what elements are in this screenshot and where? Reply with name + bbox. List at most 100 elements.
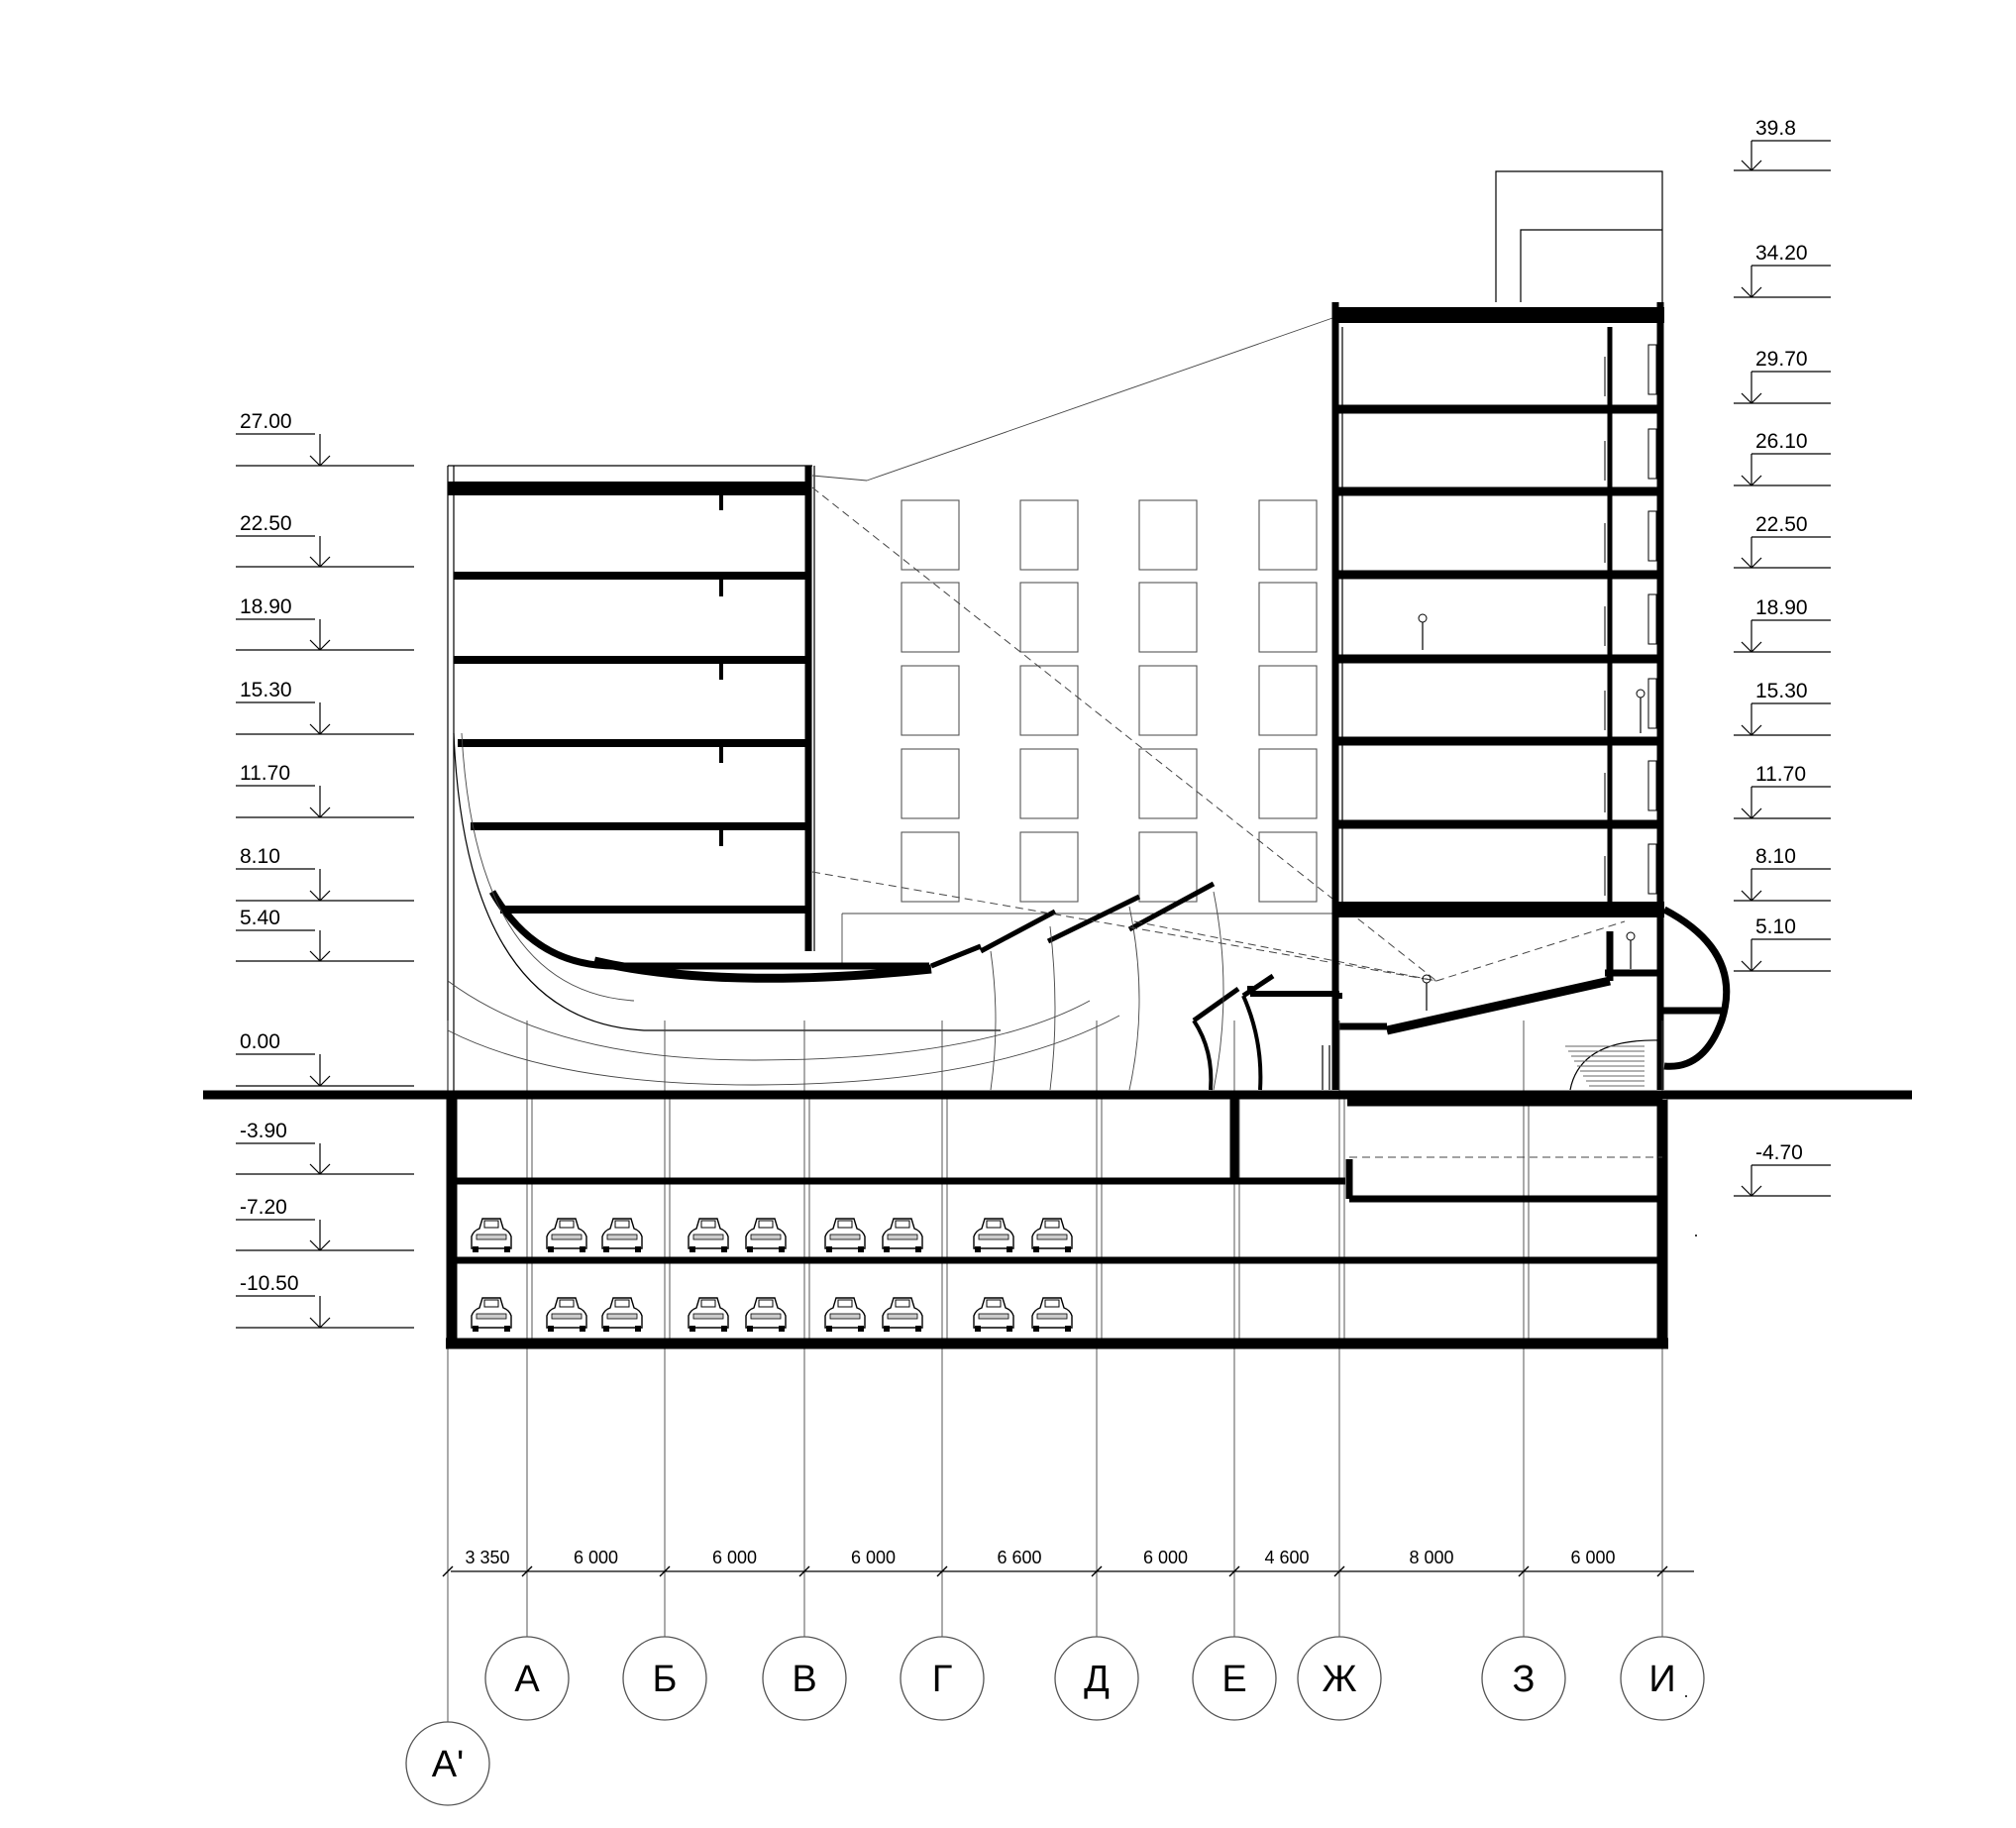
- person-figure: [1422, 974, 1432, 1011]
- level-value: 15.30: [240, 679, 292, 701]
- dimension-value: 6 000: [1143, 1548, 1188, 1567]
- axis-label: В: [792, 1659, 816, 1700]
- car-icon: [1031, 1218, 1073, 1252]
- axis-bubble: А': [405, 1615, 490, 1806]
- facade-window: [901, 499, 960, 571]
- level-value: 18.90: [1755, 596, 1808, 619]
- level-value: 22.50: [240, 512, 292, 535]
- level-value: 11.70: [1755, 763, 1806, 786]
- axis-label: А: [514, 1659, 540, 1700]
- left-tower: [447, 465, 1120, 1095]
- facade-window: [1019, 665, 1079, 736]
- car-icon: [546, 1297, 587, 1332]
- axis-label: Д: [1084, 1659, 1110, 1700]
- car-icon: [882, 1297, 923, 1332]
- facade-window: [1258, 665, 1318, 736]
- dimension-chain: 3 350 6 000 6 000 6 000 6 600 6 000 4 600 8 000…: [442, 1548, 1694, 1577]
- facade-panel: [1647, 843, 1657, 895]
- level-marker: 27.00: [236, 410, 414, 467]
- dimension-value: 6 000: [712, 1548, 757, 1567]
- level-marker: 34.20: [1734, 242, 1831, 298]
- axis-label: Ж: [1322, 1659, 1356, 1700]
- level-value: 34.20: [1755, 242, 1808, 265]
- background-facade: [841, 499, 1332, 966]
- facade-window: [901, 831, 960, 903]
- facade-window: [1138, 582, 1198, 653]
- facade-window: [1258, 499, 1318, 571]
- level-markers-left: 27.00 22.50 18.90 15.30 11.70 8.10 5.40 0.00 -3.…: [236, 410, 414, 1329]
- dimension-value: 3 350: [465, 1548, 509, 1567]
- car-icon: [471, 1218, 512, 1252]
- facade-panel: [1647, 428, 1657, 480]
- level-value: 5.10: [1755, 915, 1796, 938]
- car-icon: [546, 1218, 587, 1252]
- level-marker: -3.90: [236, 1120, 414, 1175]
- facade-panel: [1647, 593, 1657, 645]
- dimension-value: 6 600: [997, 1548, 1041, 1567]
- car-icon: [973, 1297, 1014, 1332]
- level-marker: 39.8: [1734, 117, 1831, 171]
- facade-window: [1258, 831, 1318, 903]
- dimension-value: 4 600: [1264, 1548, 1309, 1567]
- facade-window: [1258, 582, 1318, 653]
- level-value: 22.50: [1755, 513, 1808, 536]
- level-value: 5.40: [240, 907, 280, 929]
- facade-window: [1019, 831, 1079, 903]
- axis-bubble: Д: [1054, 1615, 1139, 1721]
- car-icon: [688, 1297, 729, 1332]
- level-value: 27.00: [240, 410, 292, 433]
- level-value: 26.10: [1755, 430, 1808, 453]
- car-icon: [745, 1218, 787, 1252]
- axis-label: И: [1648, 1659, 1675, 1700]
- car-icon: [824, 1218, 866, 1252]
- person-figure: [1418, 613, 1428, 650]
- level-marker: 18.90: [236, 595, 414, 651]
- facade-window: [1138, 499, 1198, 571]
- dimension-value: 6 000: [851, 1548, 896, 1567]
- right-tower: [1247, 170, 1731, 1091]
- facade-window: [1138, 748, 1198, 819]
- dimension-value: 8 000: [1409, 1548, 1453, 1567]
- level-marker: 5.40: [236, 907, 414, 962]
- facade-window: [1019, 582, 1079, 653]
- facade-window: [1019, 499, 1079, 571]
- level-value: 0.00: [240, 1030, 280, 1053]
- level-marker: 22.50: [236, 512, 414, 568]
- level-marker: 22.50: [1734, 513, 1831, 569]
- facade-window: [1019, 748, 1079, 819]
- axis-bubble: Г: [900, 1615, 985, 1721]
- car-icon: [1031, 1297, 1073, 1332]
- person-figure: [1626, 931, 1636, 969]
- facade-panel: [1647, 678, 1657, 729]
- level-marker: 11.70: [236, 762, 414, 818]
- level-marker: 11.70: [1734, 763, 1831, 819]
- level-value: 29.70: [1755, 348, 1808, 371]
- level-value: -10.50: [240, 1272, 299, 1295]
- axis-bubble: А: [484, 1615, 570, 1721]
- axis-bubble: Б: [622, 1615, 707, 1721]
- level-value: 8.10: [240, 845, 280, 868]
- level-marker: 18.90: [1734, 596, 1831, 653]
- level-marker: 15.30: [1734, 680, 1831, 736]
- level-value: 18.90: [240, 595, 292, 618]
- level-marker: 29.70: [1734, 348, 1831, 404]
- level-marker: 15.30: [236, 679, 414, 735]
- level-value: -7.20: [240, 1196, 287, 1219]
- axis-label: Г: [932, 1659, 953, 1700]
- car-icon: [601, 1218, 643, 1252]
- car-icon: [688, 1218, 729, 1252]
- level-value: -3.90: [240, 1120, 287, 1142]
- level-marker: 5.10: [1734, 915, 1831, 972]
- facade-panel: [1647, 760, 1657, 811]
- axis-label: А': [432, 1744, 465, 1785]
- dimension-value: 6 000: [574, 1548, 618, 1567]
- level-markers-right: 39.8 34.20 29.70 26.10 22.50 18.90 15.30 11.70 8…: [1734, 117, 1831, 1197]
- facade-window: [1138, 831, 1198, 903]
- facade-window: [1258, 748, 1318, 819]
- level-marker: 8.10: [1734, 845, 1831, 902]
- level-marker: 0.00: [236, 1030, 414, 1087]
- level-marker: 26.10: [1734, 430, 1831, 486]
- facade-panel: [1647, 510, 1657, 562]
- car-icon: [824, 1297, 866, 1332]
